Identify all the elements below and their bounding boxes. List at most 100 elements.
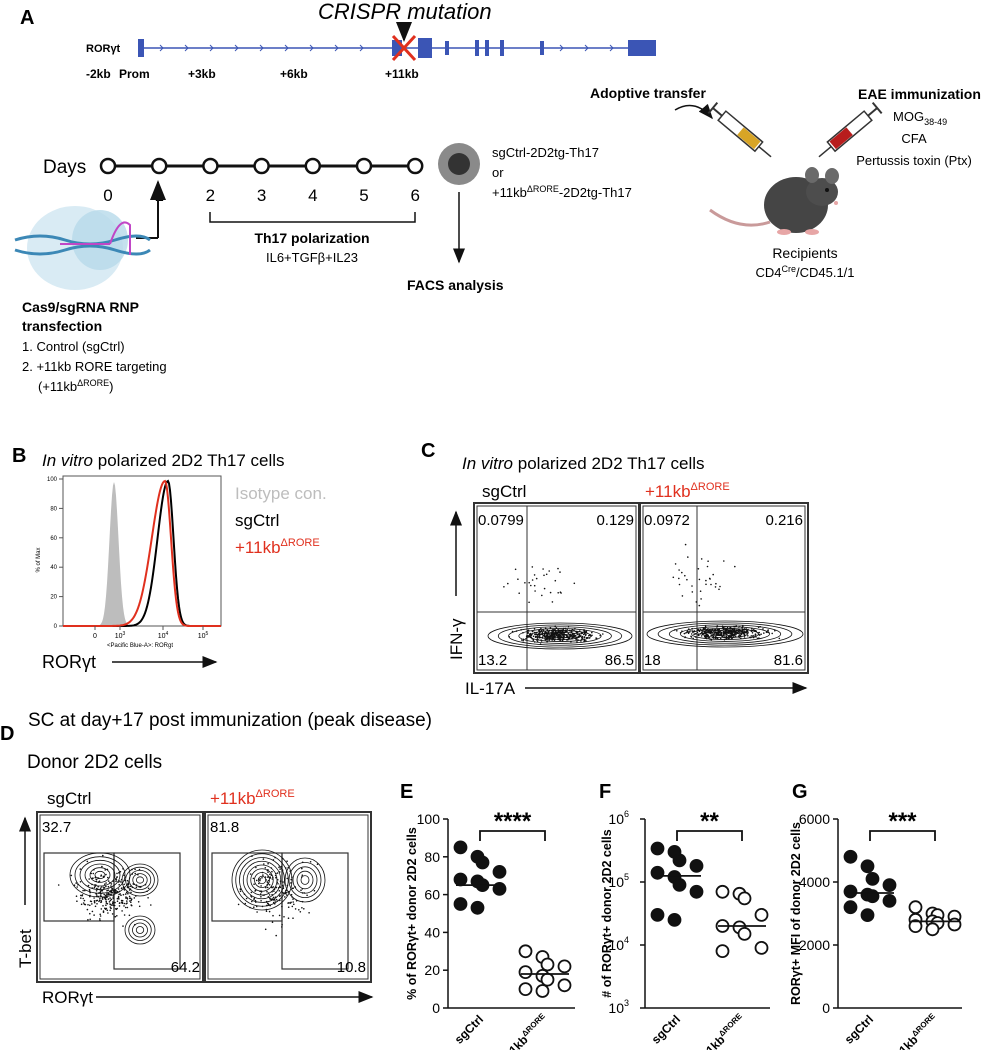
pos-prom: Prom <box>119 67 150 81</box>
data-point <box>475 855 490 870</box>
panel-c-title: In vitro polarized 2D2 Th17 cells <box>462 454 705 473</box>
y-tick-label: 20 <box>424 962 440 978</box>
timeline-day-label: 1 <box>154 186 163 205</box>
flow-event-dot <box>110 893 112 896</box>
contour-line <box>284 857 326 903</box>
flow-event-dot <box>117 896 120 899</box>
flow-event-dot <box>734 565 736 568</box>
flow-event-dot <box>82 902 85 904</box>
flow-event-dot <box>700 598 702 600</box>
flow-event-dot <box>107 892 110 895</box>
flow-event-dot <box>690 635 692 638</box>
flow-event-dot <box>691 591 694 593</box>
flow-event-dot <box>557 567 559 570</box>
flow-event-dot <box>268 894 271 896</box>
transfection-item-2b: (+11kbΔRORE) <box>38 378 114 394</box>
flow-event-dot <box>544 638 547 641</box>
flow-event-dot <box>256 911 258 913</box>
flow-event-dot <box>541 594 543 597</box>
flow-event-dot <box>588 634 590 637</box>
data-point <box>650 865 665 880</box>
flow-event-dot <box>742 625 744 627</box>
flow-event-dot <box>750 635 753 637</box>
data-point <box>843 849 858 864</box>
flow-event-dot <box>672 576 675 579</box>
flow-event-dot <box>585 630 587 633</box>
flow-event-dot <box>86 860 89 863</box>
flow-event-dot <box>138 905 141 908</box>
flow-event-dot <box>272 901 275 904</box>
histogram-ytick-label: 20 <box>50 595 57 601</box>
flow-event-dot <box>93 886 96 889</box>
flow-event-dot <box>268 884 271 886</box>
flow-event-dot <box>89 904 91 907</box>
flow-event-dot <box>274 900 277 902</box>
flow-event-dot <box>746 630 748 632</box>
flow-event-dot <box>237 903 240 906</box>
flow-event-dot <box>554 579 557 582</box>
data-point <box>453 840 468 855</box>
flow-event-dot <box>253 883 255 885</box>
flow-event-dot <box>115 908 118 911</box>
flow-event-dot <box>105 885 107 888</box>
flow-event-dot <box>531 630 534 633</box>
flow-event-dot <box>93 900 96 902</box>
flow-event-dot <box>530 634 533 636</box>
flow-plot-c-left <box>473 502 640 674</box>
flow-event-dot <box>267 862 269 865</box>
flow-event-dot <box>252 877 255 880</box>
flow-event-dot <box>102 911 105 913</box>
flow-event-dot <box>251 900 253 903</box>
flow-event-dot <box>703 633 705 635</box>
contour-line <box>89 867 111 883</box>
flow-event-dot <box>81 894 84 896</box>
flow-event-dot <box>277 883 279 885</box>
timeline-day-label: 6 <box>410 186 419 205</box>
flow-event-dot <box>585 640 587 642</box>
legend-isotype: Isotype con. <box>235 484 327 503</box>
flow-event-dot <box>584 634 587 636</box>
contour-line <box>84 863 116 887</box>
flow-event-dot <box>82 897 84 900</box>
flow-event-dot <box>245 897 248 900</box>
flow-event-dot <box>103 887 106 889</box>
flow-event-dot <box>105 894 108 896</box>
flow-event-dot <box>280 865 283 868</box>
flow-event-dot <box>285 894 288 896</box>
flow-event-dot <box>116 876 118 878</box>
flow-event-dot <box>267 876 269 878</box>
flow-event-dot <box>725 630 728 632</box>
flow-event-dot <box>113 891 115 893</box>
flow-event-dot <box>80 897 82 899</box>
flow-event-dot <box>271 886 273 889</box>
flow-event-dot <box>708 631 710 634</box>
flow-event-dot <box>534 590 536 592</box>
flow-event-dot <box>313 889 316 892</box>
d-right-rorgt-value: 10.8 <box>337 959 366 976</box>
flow-event-dot <box>135 886 138 889</box>
timeline-day-label: 3 <box>257 186 266 205</box>
data-point <box>737 891 752 906</box>
flow-event-dot <box>266 890 268 893</box>
recipients-label: Recipients <box>772 245 837 261</box>
histogram-xtick-label: 104 <box>158 631 169 640</box>
flow-event-dot <box>112 904 115 906</box>
flow-plot-c-right <box>639 502 809 674</box>
y-tick-label: 0 <box>822 1000 830 1016</box>
significance-stars: *** <box>888 808 917 835</box>
data-point <box>518 982 533 996</box>
timeline-day-circle <box>202 157 219 175</box>
flow-event-dot <box>705 579 707 582</box>
flow-event-dot <box>80 903 83 906</box>
contour-line <box>128 919 152 941</box>
panel-label-f: F <box>599 781 611 803</box>
flow-event-dot <box>683 632 686 635</box>
flow-event-dot <box>267 879 270 882</box>
flow-event-dot <box>275 898 278 901</box>
flow-event-dot <box>700 635 703 637</box>
flow-event-dot <box>298 909 300 911</box>
flow-event-dot <box>550 635 553 637</box>
